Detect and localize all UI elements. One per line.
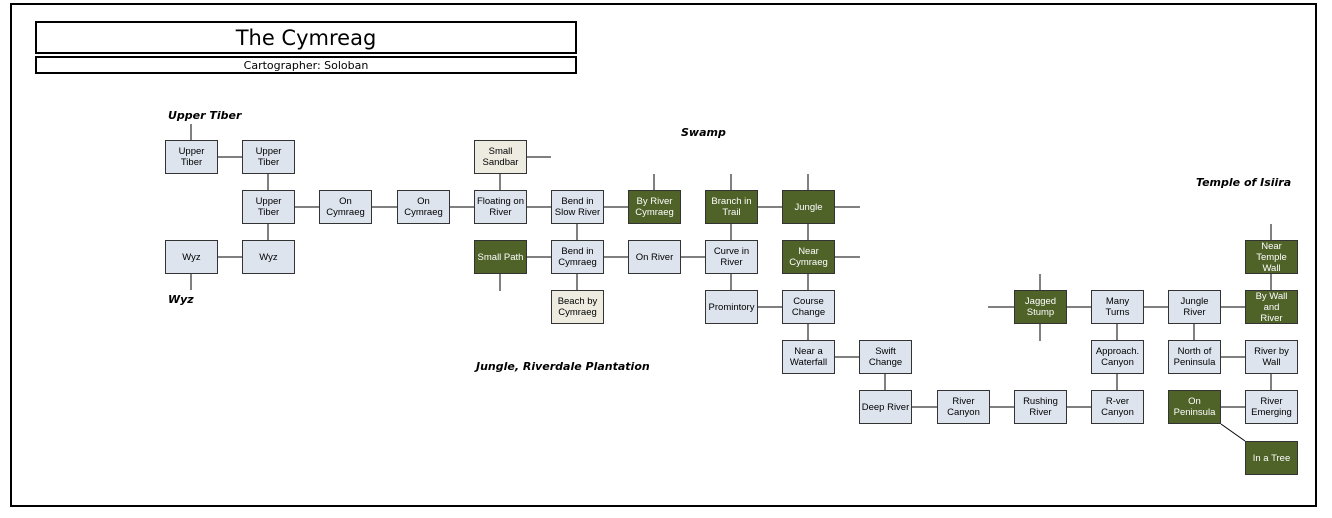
map-title: The Cymreag [35,21,577,54]
room-branch-in-trail[interactable]: Branch in Trail [705,190,758,224]
room-by-wall-and-river[interactable]: By Wall and River [1245,290,1298,324]
room-approach-canyon[interactable]: Approach. Canyon [1091,340,1144,374]
room-upper-tiber-2[interactable]: Upper Tiber [242,140,295,174]
room-wyz-1[interactable]: Wyz [165,240,218,274]
room-beach-by-cymraeg[interactable]: Beach by Cymraeg [551,290,604,324]
room-on-river[interactable]: On River [628,240,681,274]
room-upper-tiber-3[interactable]: Upper Tiber [242,190,295,224]
room-small-path[interactable]: Small Path [474,240,527,274]
area-label-wyz: Wyz [168,293,194,306]
room-on-cymraeg-2[interactable]: On Cymraeg [397,190,450,224]
room-course-change[interactable]: Course Change [782,290,835,324]
room-near-waterfall[interactable]: Near a Waterfall [782,340,835,374]
room-many-turns[interactable]: Many Turns [1091,290,1144,324]
room-river-canyon[interactable]: River Canyon [937,390,990,424]
room-jagged-stump[interactable]: Jagged Stump [1014,290,1067,324]
room-rver-canyon[interactable]: R-ver Canyon [1091,390,1144,424]
room-small-sandbar[interactable]: Small Sandbar [474,140,527,174]
room-by-river-cymraeg[interactable]: By River Cymraeg [628,190,681,224]
area-label-temple: Temple of Isiira [1196,176,1292,189]
room-jungle[interactable]: Jungle [782,190,835,224]
room-rushing-river[interactable]: Rushing River [1014,390,1067,424]
room-deep-river[interactable]: Deep River [859,390,912,424]
room-near-cymraeg[interactable]: Near Cymraeg [782,240,835,274]
room-river-by-wall[interactable]: River by Wall [1245,340,1298,374]
room-bend-cymraeg[interactable]: Bend in Cymraeg [551,240,604,274]
room-wyz-2[interactable]: Wyz [242,240,295,274]
room-river-emerging[interactable]: River Emerging [1245,390,1298,424]
room-on-peninsula[interactable]: On Peninsula [1168,390,1221,424]
area-label-jungle-riverdale: Jungle, Riverdale Plantation [476,360,650,373]
area-label-swamp: Swamp [681,126,726,139]
room-in-a-tree[interactable]: In a Tree [1245,441,1298,475]
room-on-cymraeg-1[interactable]: On Cymraeg [319,190,372,224]
area-label-upper-tiber: Upper Tiber [168,109,242,122]
room-curve-in-river[interactable]: Curve in River [705,240,758,274]
room-upper-tiber-1[interactable]: Upper Tiber [165,140,218,174]
connection-line [1220,423,1246,442]
room-bend-slow-river[interactable]: Bend in Slow River [551,190,604,224]
room-floating-on-river[interactable]: Floating on River [474,190,527,224]
room-swift-change[interactable]: Swift Change [859,340,912,374]
room-jungle-river[interactable]: Jungle River [1168,290,1221,324]
room-near-temple-wall[interactable]: Near Temple Wall [1245,240,1298,274]
room-north-of-peninsula[interactable]: North of Peninsula [1168,340,1221,374]
cartographer-credit: Cartographer: Soloban [35,56,577,74]
room-promintory[interactable]: Promintory [705,290,758,324]
